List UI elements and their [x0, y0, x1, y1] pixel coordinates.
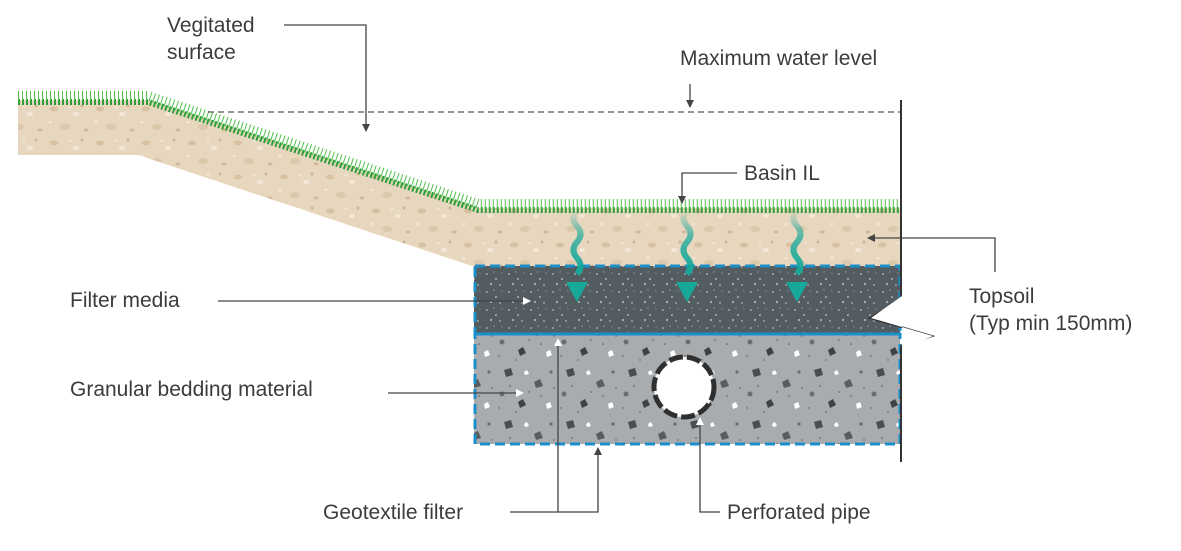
- vegetated-surface-grass: [18, 99, 900, 213]
- infiltration-arrow: [676, 208, 698, 302]
- vegetated-surface-leader: [284, 24, 370, 132]
- topsoil-leader: [867, 234, 996, 272]
- infiltration-arrow: [566, 208, 588, 302]
- vegetated-surface-grass-tips: [18, 91, 900, 209]
- perforated-pipe-label: Perforated pipe: [727, 501, 871, 524]
- geotextile-filter-leader: [510, 447, 602, 513]
- filter-media-label: Filter media: [70, 289, 180, 312]
- geotextile-filter-label: Geotextile filter: [323, 501, 464, 524]
- topsoil-label-line-1: Topsoil: [969, 285, 1035, 308]
- topsoil-label: Topsoil (Typ min 150mm): [969, 283, 1132, 337]
- maximum-water-level-label: Maximum water level: [680, 47, 878, 70]
- break-fill: [871, 296, 933, 349]
- vegetated-surface-label-line-2: surface: [167, 41, 236, 64]
- infiltration-arrow: [786, 208, 808, 302]
- topsoil-label-line-2: (Typ min 150mm): [969, 312, 1133, 335]
- right-wall-break-line: [867, 100, 936, 462]
- granular-bedding-label: Granular bedding material: [70, 378, 313, 401]
- perforated-pipe: [651, 354, 717, 420]
- basin-il-leader: [678, 172, 737, 204]
- vegetated-surface-label-line-1: Vegitated: [167, 14, 255, 37]
- vegetated-surface-label: Vegitated surface: [167, 12, 255, 66]
- basin-il-label: Basin IL: [744, 162, 820, 185]
- topsoil-layer: [18, 100, 900, 266]
- perforated-pipe-leader: [696, 417, 720, 513]
